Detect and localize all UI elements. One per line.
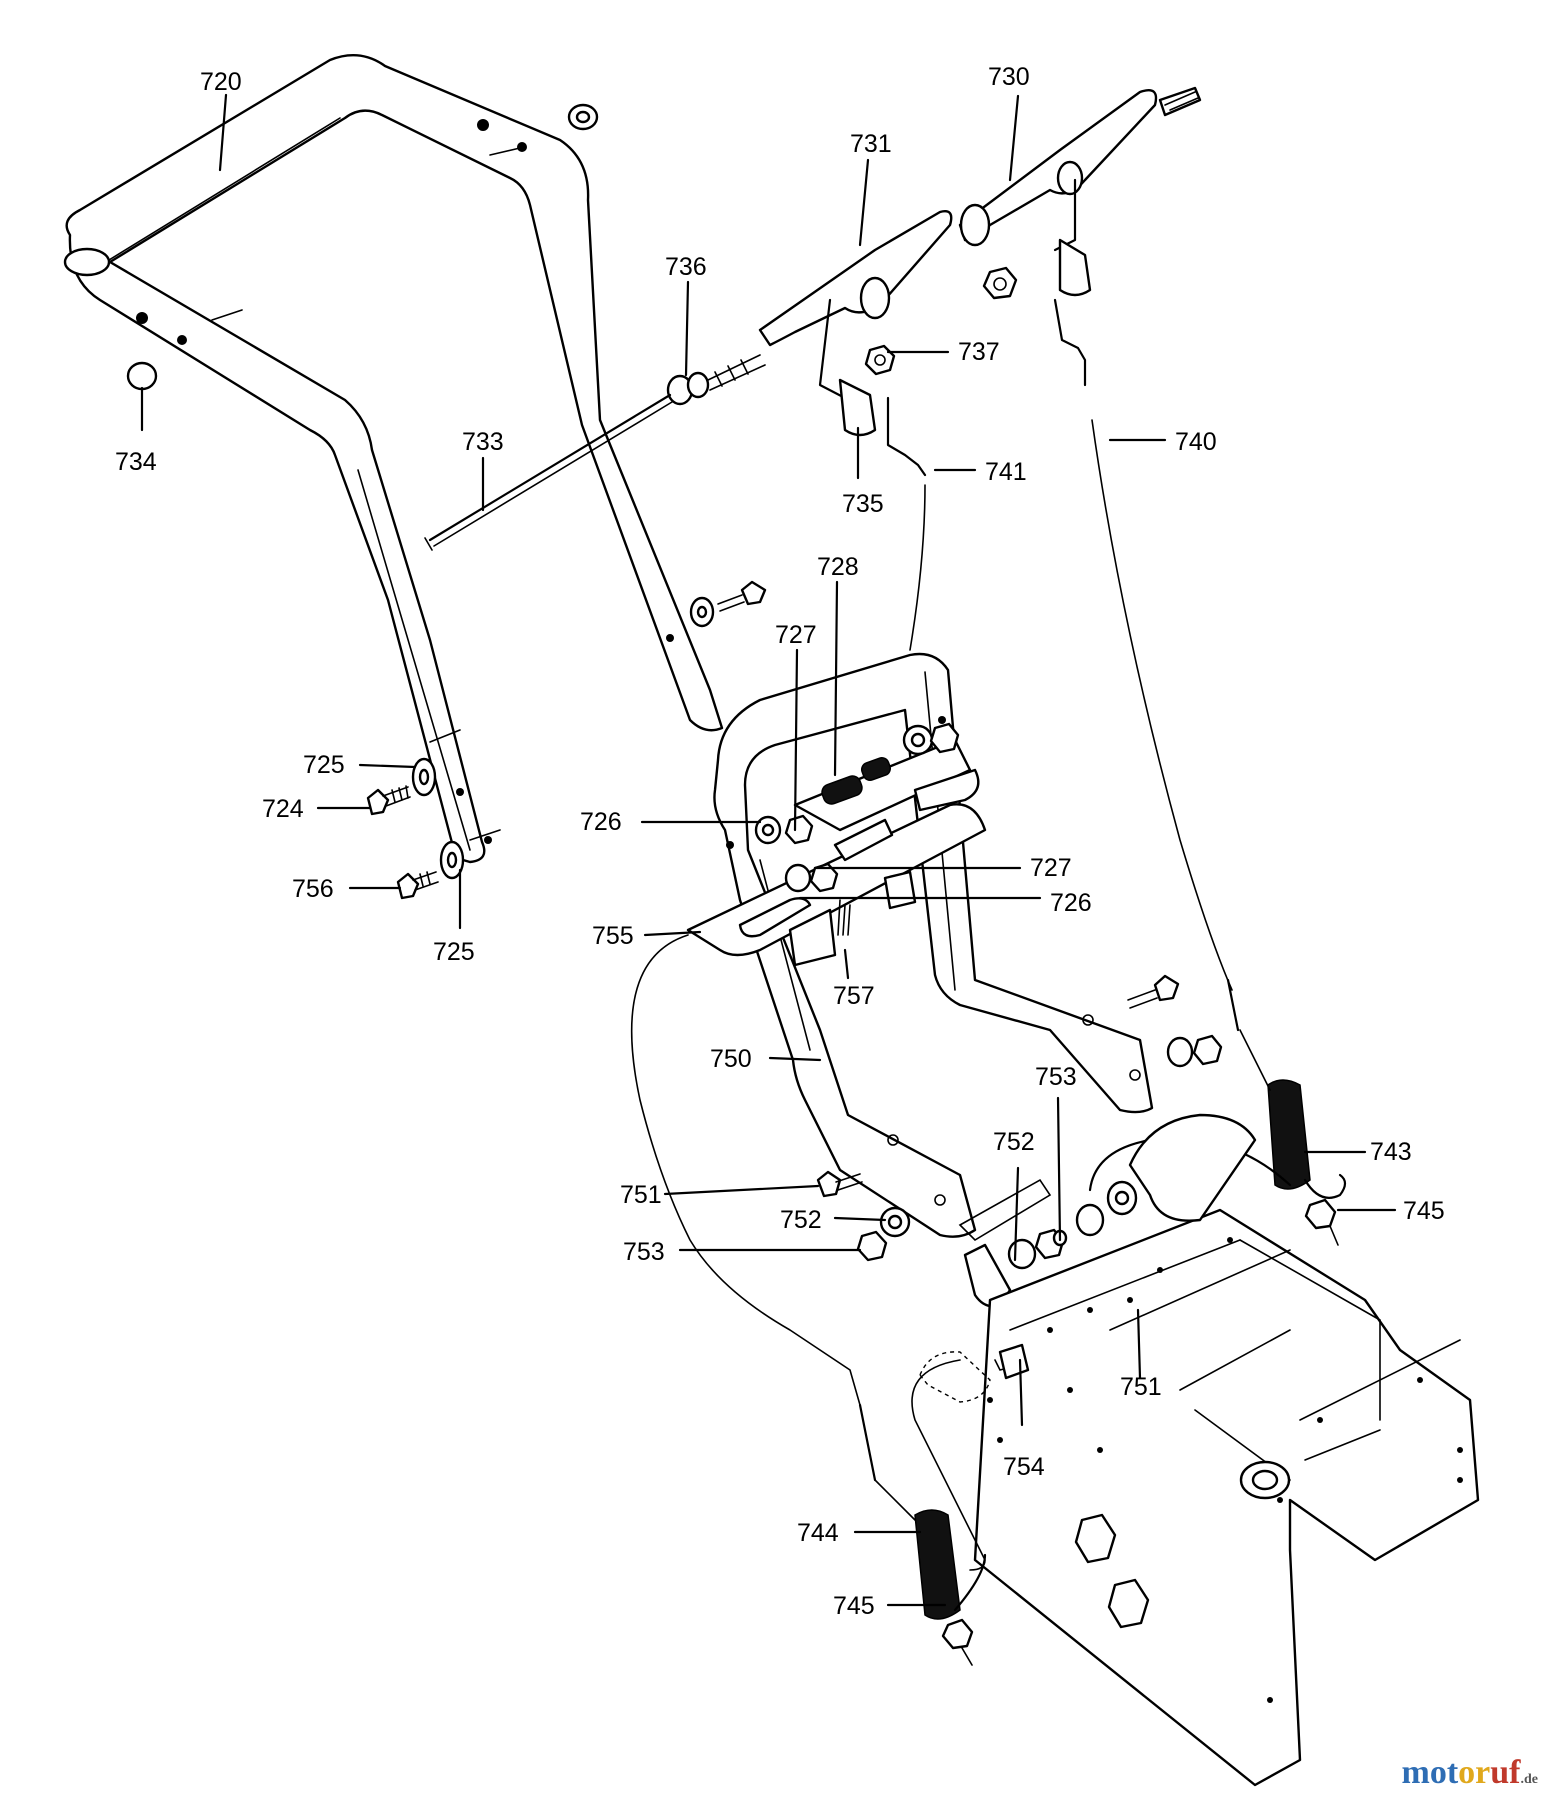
leader-lines bbox=[218, 93, 1397, 1607]
callout-727-right: 727 bbox=[1030, 854, 1072, 882]
washer-nut-right bbox=[1166, 1034, 1223, 1068]
nut-737 bbox=[864, 344, 896, 376]
callout-725-bottom: 725 bbox=[433, 938, 475, 966]
nut-745a bbox=[1304, 1198, 1339, 1246]
watermark-part-2: or bbox=[1458, 1754, 1491, 1791]
callout-734: 734 bbox=[115, 448, 157, 476]
callout-740: 740 bbox=[1175, 428, 1217, 456]
callout-756: 756 bbox=[292, 875, 334, 903]
cable-741 bbox=[909, 484, 926, 651]
cable-740 bbox=[1091, 419, 1233, 991]
nut-745b bbox=[941, 1618, 974, 1666]
callout-744: 744 bbox=[797, 1519, 839, 1547]
callout-757: 757 bbox=[833, 982, 875, 1010]
callout-728: 728 bbox=[817, 553, 859, 581]
callout-745-top: 745 bbox=[1403, 1197, 1445, 1225]
callout-725-top: 725 bbox=[303, 751, 345, 779]
callout-735: 735 bbox=[842, 490, 884, 518]
callout-727-top: 727 bbox=[775, 621, 817, 649]
bolt-756 bbox=[396, 871, 439, 900]
cable-744 bbox=[630, 934, 861, 1406]
washer-nut-752b-753b bbox=[1007, 1180, 1138, 1270]
callout-755: 755 bbox=[592, 922, 634, 950]
bolt-right-upper bbox=[1127, 974, 1180, 1009]
watermark-tld: .de bbox=[1520, 1772, 1539, 1787]
motoruf-watermark: motoruf.de bbox=[1402, 1754, 1538, 1792]
callout-750: 750 bbox=[710, 1045, 752, 1073]
callout-737: 737 bbox=[958, 338, 1000, 366]
bolt-757 bbox=[837, 899, 851, 936]
spring-744 bbox=[874, 1479, 987, 1620]
spring-728 bbox=[821, 756, 892, 805]
callout-726-left: 726 bbox=[580, 808, 622, 836]
washers-726-727 bbox=[754, 722, 960, 893]
callout-754: 754 bbox=[1003, 1453, 1045, 1481]
callouts: 720 730 731 736 737 734 733 740 741 735 … bbox=[115, 63, 1445, 1620]
cable-end-743 bbox=[1226, 978, 1240, 1032]
washer-725a bbox=[411, 757, 437, 797]
nut-730 bbox=[982, 266, 1018, 300]
callout-726-right: 726 bbox=[1050, 889, 1092, 917]
washer-725b bbox=[439, 840, 465, 880]
frame-housing bbox=[958, 1113, 1480, 1787]
bolt-751a bbox=[816, 1170, 863, 1198]
cable-end-744 bbox=[858, 1403, 877, 1482]
hidden-pivot-outline bbox=[919, 1351, 991, 1403]
bolt-handle-mid bbox=[689, 580, 767, 628]
link-740 bbox=[1053, 298, 1087, 387]
lever-731 bbox=[758, 210, 953, 437]
callout-724: 724 bbox=[262, 795, 304, 823]
watermark-part-1: mot bbox=[1401, 1754, 1459, 1791]
watermark-part-3: uf bbox=[1490, 1754, 1521, 1791]
callout-751-right: 751 bbox=[1120, 1373, 1162, 1401]
cable-744-loop bbox=[911, 1359, 986, 1571]
cable-fitting-736 bbox=[666, 354, 766, 406]
callout-730: 730 bbox=[988, 63, 1030, 91]
washer-752a bbox=[879, 1206, 911, 1238]
callout-753-left: 753 bbox=[623, 1238, 665, 1266]
callout-751-left: 751 bbox=[620, 1181, 662, 1209]
nut-753a bbox=[856, 1230, 888, 1262]
bolt-724 bbox=[366, 785, 411, 816]
callout-752-top: 752 bbox=[993, 1128, 1035, 1156]
callout-720: 720 bbox=[200, 68, 242, 96]
plug-cap-734 bbox=[126, 361, 158, 432]
spring-743 bbox=[1088, 1029, 1347, 1199]
callout-752-left: 752 bbox=[780, 1206, 822, 1234]
callout-753-top: 753 bbox=[1035, 1063, 1077, 1091]
rod-733 bbox=[424, 393, 673, 551]
callout-741: 741 bbox=[985, 458, 1027, 486]
callout-743: 743 bbox=[1370, 1138, 1412, 1166]
lever-730 bbox=[958, 86, 1202, 297]
callout-736: 736 bbox=[665, 253, 707, 281]
upper-handle bbox=[63, 54, 724, 864]
link-741 bbox=[886, 396, 927, 477]
callout-733: 733 bbox=[462, 428, 504, 456]
callout-731: 731 bbox=[850, 130, 892, 158]
plug-cap-top bbox=[567, 103, 599, 131]
callout-745-bottom: 745 bbox=[833, 1592, 875, 1620]
